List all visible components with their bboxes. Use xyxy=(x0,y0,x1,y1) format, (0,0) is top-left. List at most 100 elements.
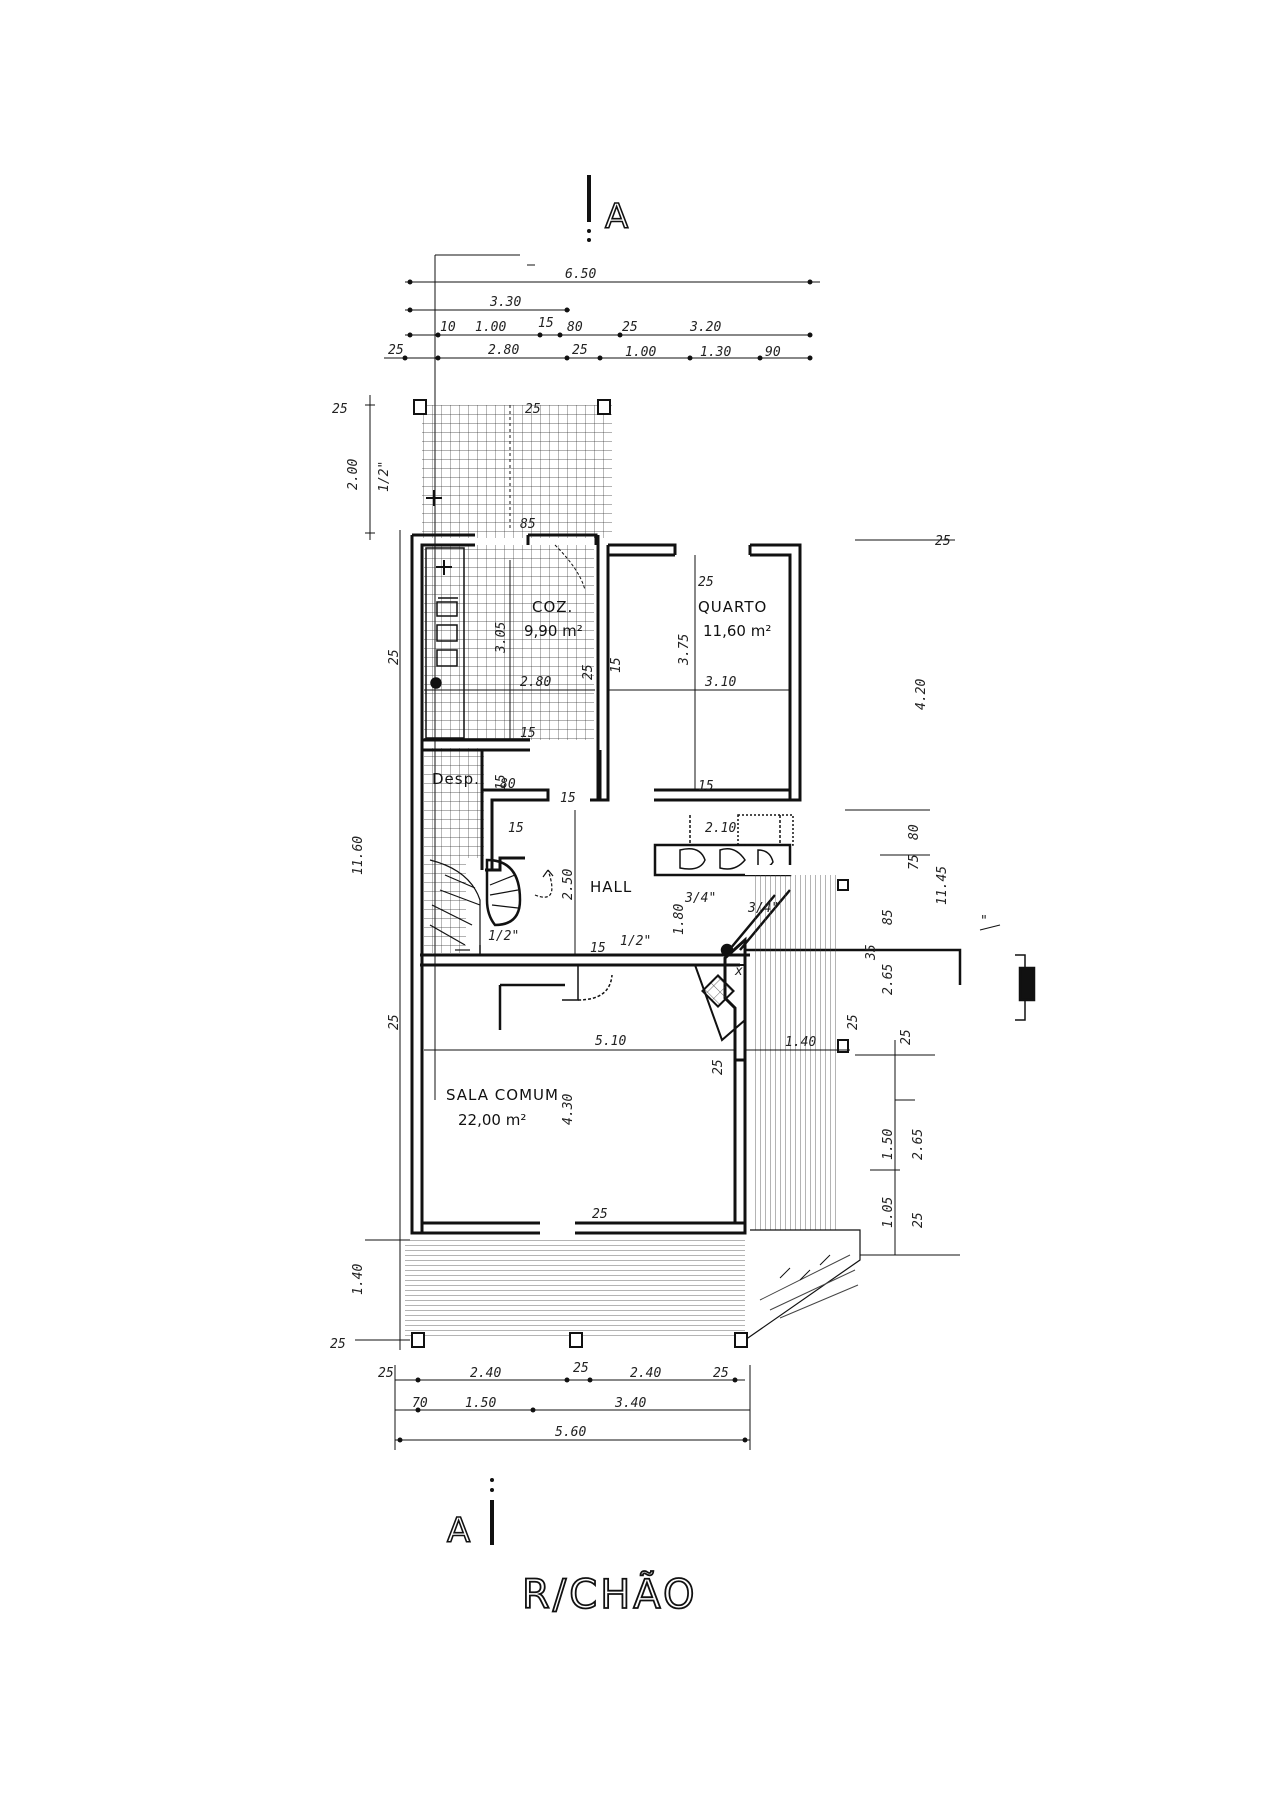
bottom-deck xyxy=(405,1240,748,1348)
dim-bottom2-1: 1.50 xyxy=(465,1396,496,1411)
dim-living-4: 25 xyxy=(592,1207,608,1222)
dim-right-10: 1.50 xyxy=(881,1129,896,1160)
dim-middle-5: 1.80 xyxy=(672,904,687,935)
dim-top-row3-3: 80 xyxy=(567,320,583,335)
room-name-hall: HALL xyxy=(590,878,632,896)
dim-left-4: 25 xyxy=(330,1337,346,1352)
dim-top-row3-2: 15 xyxy=(538,316,554,331)
dim-right-4: 11.45 xyxy=(935,866,950,905)
dim-terrace-0: 25 xyxy=(332,402,348,417)
top-dimension-labels: 6.50 3.30 10 1.00 15 80 25 3.20 25 2.80 … xyxy=(388,267,781,360)
dim-right-3: 75 xyxy=(907,854,922,870)
dim-right-0: 25 xyxy=(935,534,951,549)
section-label-top: A xyxy=(605,197,630,237)
dim-middle-8: 3/4" xyxy=(747,901,779,916)
room-area-kitchen: 9,90 m² xyxy=(524,622,583,640)
room-name-bedroom: QUARTO xyxy=(698,598,767,616)
dim-bottom1-1: 2.40 xyxy=(470,1366,501,1381)
living-room-door xyxy=(498,965,613,1030)
dim-bottom2-0: 70 xyxy=(412,1396,428,1411)
dim-terrace-1: 25 xyxy=(525,402,541,417)
dim-bedroom-0: 25 xyxy=(698,575,714,590)
dim-right-1: 4.20 xyxy=(914,679,929,710)
right-dimension-labels: 25 4.20 80 75 11.45 85 35 2.65 25 25 1.5… xyxy=(846,534,951,1228)
interior-walls xyxy=(420,738,750,967)
room-name-kitchen: COZ. xyxy=(532,598,573,616)
dim-middle-3: 2.50 xyxy=(561,869,576,900)
dim-middle-7: 3/4" xyxy=(684,891,716,906)
dim-bedroom-2: 3.10 xyxy=(704,675,736,690)
middle-dimension-lines xyxy=(424,555,850,1051)
top-dimension-ticks xyxy=(402,279,813,361)
dim-kitchen-1: 2.80 xyxy=(520,675,551,690)
dim-middle-10: 1/2" xyxy=(620,934,651,949)
section-marker-top: A xyxy=(587,175,630,242)
kitchen-tiles xyxy=(424,545,594,740)
bottom-dimension-labels: 25 2.40 25 2.40 25 70 1.50 3.40 5.60 xyxy=(378,1361,729,1440)
dim-top-row4-2: 25 xyxy=(572,343,588,358)
dim-middle-11: 15 xyxy=(590,941,606,956)
section-label-bottom: A xyxy=(447,1511,472,1551)
dim-middle-9: 1/2" xyxy=(488,929,519,944)
storage-tiles xyxy=(424,748,484,858)
dim-bottom1-3: 2.40 xyxy=(630,1366,661,1381)
dim-kitchen-3: 25 xyxy=(581,664,596,680)
dim-top-row4-3: 1.00 xyxy=(625,345,656,360)
dim-top-row3-1: 1.00 xyxy=(475,320,506,335)
dim-middle-13: " xyxy=(980,914,988,929)
dim-left-1: 11.60 xyxy=(351,836,366,875)
dim-top-row3-4: 25 xyxy=(622,320,638,335)
dim-kitchen-2: 15 xyxy=(520,726,536,741)
dim-middle-6: 2.10 xyxy=(705,821,736,836)
dim-living-3: 4.30 xyxy=(561,1094,576,1125)
dim-middle-1: 80 xyxy=(500,777,516,792)
side-deck xyxy=(744,865,861,1341)
room-name-storage: Desp. xyxy=(432,770,480,788)
staircase xyxy=(429,858,554,955)
dim-top-row4-0: 25 xyxy=(388,343,404,358)
dim-left-2: 25 xyxy=(387,1014,402,1030)
dim-top-row4-4: 1.30 xyxy=(700,345,731,360)
dim-top-row3-5: 3.20 xyxy=(689,320,721,335)
room-area-bedroom: 11,60 m² xyxy=(703,622,771,640)
dim-living-0: 5.10 xyxy=(595,1034,626,1049)
room-area-living: 22,00 m² xyxy=(458,1111,526,1129)
bathroom-fixtures xyxy=(653,814,794,877)
middle-dimension-labels: 3.05 2.80 15 25 25 3.75 3.10 15 15 15 80… xyxy=(488,575,988,1222)
dim-right-13: 25 xyxy=(911,1212,926,1228)
dim-right-7: 2.65 xyxy=(881,964,896,995)
dim-bedroom-1: 3.75 xyxy=(677,634,692,666)
dim-living-1: 1.40 xyxy=(785,1035,816,1050)
dim-terrace-4: 85 xyxy=(520,517,536,532)
section-marker-bottom: A xyxy=(446,1478,494,1552)
dim-living-2: 25 xyxy=(711,1059,726,1075)
dim-kitchen-0: 3.05 xyxy=(494,622,509,654)
dim-terrace-2: 2.00 xyxy=(346,459,361,490)
room-labels: COZ. 9,90 m² QUARTO 11,60 m² Desp. HALL … xyxy=(432,598,771,1129)
dim-bottom1-4: 25 xyxy=(713,1366,729,1381)
dim-left-3: 1.40 xyxy=(351,1264,366,1295)
dim-bottom1-2: 25 xyxy=(573,1361,589,1376)
right-dimension-lines xyxy=(845,539,960,1256)
dim-top-row4-1: 2.80 xyxy=(488,343,519,358)
left-dimension-lines xyxy=(355,530,410,1350)
exterior-walls xyxy=(410,533,802,1235)
dim-middle-2: 15 xyxy=(508,821,524,836)
dim-bottom-overall: 5.60 xyxy=(555,1425,586,1440)
dim-bedroom-4: 15 xyxy=(698,779,714,794)
bottom-dimension-ticks xyxy=(397,1377,748,1443)
room-name-living: SALA COMUM xyxy=(446,1086,559,1104)
dim-bedroom-3: 15 xyxy=(609,657,624,673)
chimney xyxy=(693,964,746,1042)
left-dimension-labels: 25 11.60 25 1.40 25 xyxy=(330,649,402,1352)
dim-middle-12: x xyxy=(734,964,743,979)
dim-right-8: 25 xyxy=(846,1014,861,1030)
dim-right-11: 2.65 xyxy=(911,1129,926,1160)
dim-top-row4-5: 90 xyxy=(765,345,781,360)
dim-top-row3-0: 10 xyxy=(440,320,456,335)
dim-bottom1-0: 25 xyxy=(378,1366,394,1381)
dim-middle-4: 15 xyxy=(560,791,576,806)
dim-right-2: 80 xyxy=(907,824,922,840)
kitchen-door-swing xyxy=(554,544,586,591)
